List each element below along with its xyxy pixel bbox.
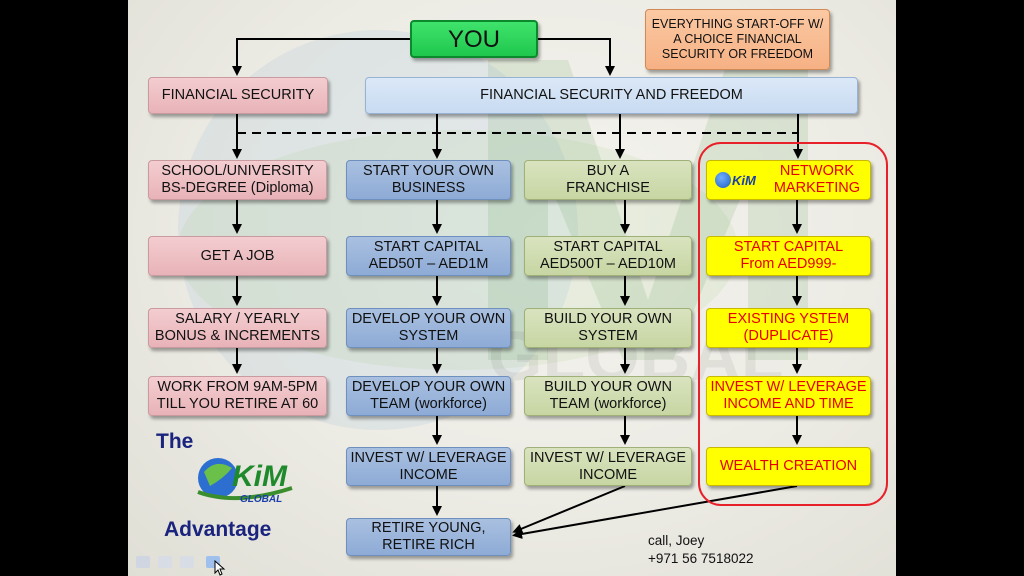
flow-arrows: [232, 38, 888, 539]
franchise-step-5: INVEST W/ LEVERAGE INCOME: [524, 447, 692, 486]
business-step-5: INVEST W/ LEVERAGE INCOME: [346, 447, 511, 486]
franchise-step-4: BUILD YOUR OWN TEAM (workforce): [524, 376, 692, 416]
kim-badge-logo: KiM: [715, 172, 756, 189]
network-step-3: EXISTING YSTEM (DUPLICATE): [706, 308, 871, 348]
network-step-1: KiM NETWORK MARKETING: [706, 160, 871, 200]
you-box: YOU: [410, 20, 538, 58]
arrow-you-freedom: [538, 38, 615, 76]
network-highlight-outline: [698, 142, 888, 506]
security-step-4: WORK FROM 9AM-5PM TILL YOU RETIRE AT 60: [148, 376, 327, 416]
contact-info: call, Joey +971 56 7518022: [648, 532, 753, 568]
business-step-1: START YOUR OWN BUSINESS: [346, 160, 511, 200]
choice-note: EVERYTHING START-OFF W/ A CHOICE FINANCI…: [645, 9, 830, 70]
brand-the: The: [156, 430, 194, 453]
franchise-step-1: BUY A FRANCHISE: [524, 160, 692, 200]
network-step-2: START CAPITAL From AED999-: [706, 236, 871, 276]
contact-line-1: call, Joey: [648, 533, 705, 548]
business-step-4: DEVELOP YOUR OWN TEAM (workforce): [346, 376, 511, 416]
business-step-3: DEVELOP YOUR OWN SYSTEM: [346, 308, 511, 348]
security-step-3: SALARY / YEARLY BONUS & INCREMENTS: [148, 308, 327, 348]
network-step-5: WEALTH CREATION: [706, 447, 871, 486]
mouse-cursor-icon: [214, 560, 226, 576]
globe-icon: [715, 172, 731, 188]
network-step-4: INVEST W/ LEVERAGE INCOME AND TIME: [706, 376, 871, 416]
slide: GLOBAL: [128, 0, 896, 576]
franchise-step-3: BUILD YOUR OWN SYSTEM: [524, 308, 692, 348]
prev-slide-icon[interactable]: [136, 556, 150, 568]
arrow-you-security: [232, 38, 410, 76]
financial-security-box: FINANCIAL SECURITY: [148, 77, 328, 114]
final-retire-box: RETIRE YOUNG, RETIRE RICH: [346, 518, 511, 556]
business-step-2: START CAPITAL AED50T – AED1M: [346, 236, 511, 276]
logo-main-text: KiM: [232, 460, 288, 493]
pen-icon[interactable]: [158, 556, 172, 568]
brand-advantage: Advantage: [164, 518, 272, 541]
financial-freedom-box: FINANCIAL SECURITY AND FREEDOM: [365, 77, 858, 114]
logo-sub-text: GLOBAL: [240, 494, 282, 505]
security-step-2: GET A JOB: [148, 236, 327, 276]
security-step-1: SCHOOL/UNIVERSITY BS-DEGREE (Diploma): [148, 160, 327, 200]
network-step-1-label: NETWORK MARKETING: [773, 163, 861, 196]
menu-icon[interactable]: [180, 556, 194, 568]
franchise-step-2: START CAPITAL AED500T – AED10M: [524, 236, 692, 276]
kim-global-logo: KiM GLOBAL: [197, 458, 293, 505]
contact-line-2: +971 56 7518022: [648, 551, 754, 566]
